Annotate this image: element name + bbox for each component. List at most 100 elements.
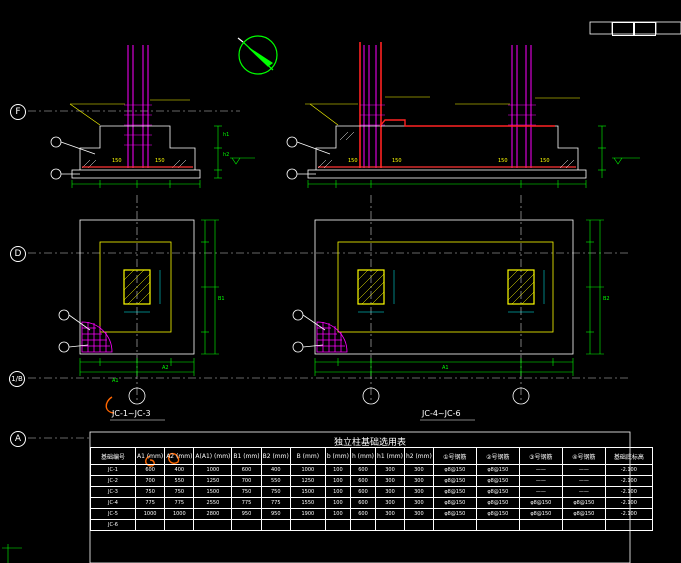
table-cell: 600 [231, 464, 262, 476]
table-cell [561, 519, 606, 531]
title-block-cell [612, 22, 634, 36]
table-cell: 600 [349, 486, 377, 498]
table-cell: 300 [375, 486, 405, 498]
table-cell: 1550 [289, 497, 326, 509]
table-cell: 100 [324, 475, 351, 487]
table-cell [475, 519, 520, 531]
table-header-cell: B1 (mm) [231, 447, 262, 465]
table-cell: 775 [231, 497, 262, 509]
table-cell [403, 519, 434, 531]
table-header-cell: B2 (mm) [260, 447, 291, 465]
table-cell: φ8@150 [518, 497, 563, 509]
table-cell: -2.100 [604, 497, 653, 509]
table-cell: JC-6 [90, 519, 136, 531]
table-cell: JC-1 [90, 464, 136, 476]
table-cell: 400 [260, 464, 291, 476]
table-cell: φ8@150 [518, 508, 563, 520]
table-cell: φ8@150 [475, 486, 520, 498]
dim-label: B1 [218, 296, 225, 302]
table-header-cell: ②号钢筋 [475, 447, 520, 465]
table-cell: -2.100 [604, 475, 653, 487]
table-cell: 300 [403, 486, 434, 498]
table-header-cell: 基础编号 [90, 447, 136, 465]
table-cell: 600 [349, 475, 377, 487]
table-cell [324, 519, 351, 531]
dim-label: B2 [603, 296, 610, 302]
table-cell: 1250 [193, 475, 233, 487]
table-cell: 550 [164, 475, 195, 487]
table-cell: φ8@150 [475, 475, 520, 487]
table-cell: —— [561, 475, 606, 487]
table-cell: 400 [164, 464, 195, 476]
table-cell: 775 [134, 497, 166, 509]
table-header-cell: B (mm) [289, 447, 326, 465]
table-cell: 600 [349, 464, 377, 476]
table-cell: 300 [403, 464, 434, 476]
table-cell: 1000 [164, 508, 195, 520]
table-cell: 300 [403, 497, 434, 509]
dim-label: A2 [162, 365, 169, 371]
table-cell: 300 [375, 464, 405, 476]
table-cell [518, 519, 563, 531]
table-cell: 750 [231, 486, 262, 498]
axis-lines [28, 110, 630, 439]
table-cell [375, 519, 405, 531]
table-cell: —— [518, 486, 563, 498]
north-arrow-icon [237, 35, 278, 75]
right-plan-caption: JC-4~JC-6 [422, 409, 461, 418]
table-cell: 1500 [289, 486, 326, 498]
table-cell [604, 519, 653, 531]
axis-tag-f: F [10, 104, 26, 120]
dim-label: 150 [155, 158, 165, 164]
table-cell [193, 519, 233, 531]
dim-label: h2 [223, 152, 230, 158]
table-cell: φ8@150 [475, 464, 520, 476]
title-block-cell [634, 22, 656, 36]
right-section [286, 42, 640, 188]
table-cell: φ8@150 [432, 464, 477, 476]
table-cell: 300 [375, 508, 405, 520]
table-cell: 750 [260, 486, 291, 498]
table-cell [432, 519, 477, 531]
table-cell: JC-4 [90, 497, 136, 509]
table-cell [164, 519, 195, 531]
table-cell: 2800 [193, 508, 233, 520]
dim-label: A1 [442, 365, 449, 371]
table-cell: 100 [324, 497, 351, 509]
dim-label: 150 [498, 158, 508, 164]
table-cell: 600 [349, 508, 377, 520]
table-cell: 1000 [134, 508, 166, 520]
table-cell: φ8@150 [561, 508, 606, 520]
axis-tag-1b: 1/B [9, 371, 25, 387]
table-cell: 950 [260, 508, 291, 520]
table-cell [231, 519, 262, 531]
table-cell: JC-5 [90, 508, 136, 520]
table-cell: 700 [134, 475, 166, 487]
dim-label: 150 [540, 158, 550, 164]
table-cell: φ8@150 [475, 508, 520, 520]
table-cell: φ8@150 [432, 497, 477, 509]
table-cell: 300 [403, 508, 434, 520]
table-cell [349, 519, 377, 531]
table-header-cell: ④号钢筋 [561, 447, 606, 465]
table-cell: 550 [260, 475, 291, 487]
table-cell [289, 519, 326, 531]
table-title: 独立柱基础选用表 [333, 438, 406, 448]
table-cell: JC-3 [90, 486, 136, 498]
table-cell: —— [561, 464, 606, 476]
table-cell: —— [518, 464, 563, 476]
table-cell: φ8@150 [561, 497, 606, 509]
left-plan-caption: JC-1~JC-3 [112, 409, 151, 418]
table-cell [260, 519, 291, 531]
table-cell: -2.100 [604, 464, 653, 476]
table-cell: -2.100 [604, 508, 653, 520]
dim-label: A1 [112, 378, 119, 384]
table-header-cell: h1 (mm) [375, 447, 405, 465]
table-header-cell: ③号钢筋 [518, 447, 563, 465]
table-header-cell: h (mm) [349, 447, 377, 465]
table-cell: 775 [260, 497, 291, 509]
